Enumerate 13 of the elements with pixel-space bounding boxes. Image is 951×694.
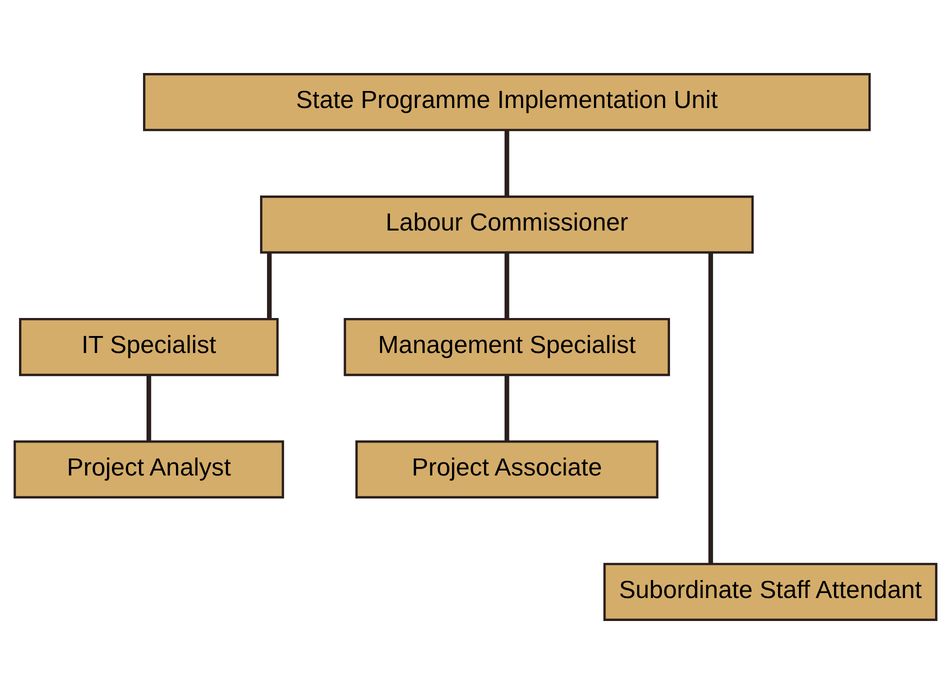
- node-box: State Programme Implementation Unit: [143, 73, 871, 132]
- node-box: Subordinate Staff Attendant: [603, 562, 938, 621]
- connector: [267, 252, 272, 319]
- connector: [504, 252, 510, 319]
- node-box: IT Specialist: [19, 318, 279, 376]
- connector: [146, 375, 152, 442]
- connector: [504, 130, 510, 196]
- node-box: Labour Commissioner: [260, 195, 754, 254]
- connector: [708, 252, 714, 564]
- node-box: Project Analyst: [14, 440, 284, 499]
- connector: [504, 375, 510, 442]
- node-box: Management Specialist: [344, 318, 670, 376]
- node-box: Project Associate: [355, 440, 658, 499]
